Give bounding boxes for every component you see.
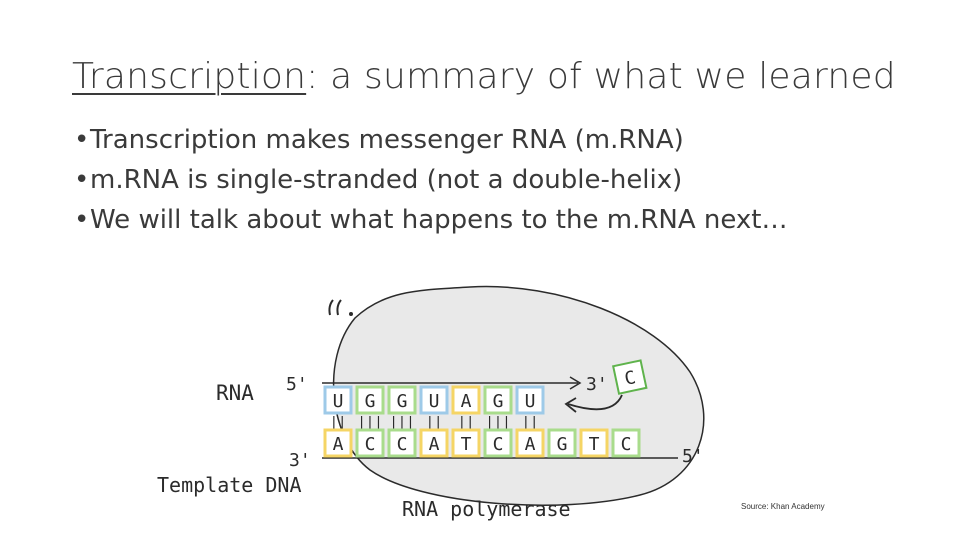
dna-3prime-label: 3' bbox=[289, 450, 311, 471]
dna-base-letter: A bbox=[333, 434, 344, 455]
rna-3prime-label: 3' bbox=[586, 374, 608, 395]
rna-5prime-label: 5' bbox=[286, 374, 308, 395]
dna-base: C bbox=[357, 430, 383, 456]
incoming-nucleotide: C bbox=[613, 360, 646, 393]
dna-base-letter: A bbox=[525, 434, 536, 455]
rna-polymerase-label: RNA polymerase bbox=[402, 497, 571, 521]
dna-base: C bbox=[613, 430, 639, 456]
dna-base: A bbox=[517, 430, 543, 456]
template-dna-label: Template DNA bbox=[157, 473, 302, 497]
rna-base: G bbox=[357, 387, 383, 413]
dna-base-letter: A bbox=[429, 434, 440, 455]
motion-dot-icon bbox=[349, 312, 353, 316]
dna-5prime-label: 5' bbox=[682, 446, 704, 467]
dna-base: T bbox=[453, 430, 479, 456]
rna-base: U bbox=[325, 387, 351, 413]
source-credit: Source: Khan Academy bbox=[741, 502, 825, 511]
motion-mark-icon bbox=[337, 300, 341, 315]
dna-base-letter: C bbox=[621, 434, 632, 455]
rna-base-letter: U bbox=[525, 391, 536, 412]
dna-base-letter: C bbox=[365, 434, 376, 455]
dna-base-letter: G bbox=[557, 434, 568, 455]
dna-base-letter: C bbox=[493, 434, 504, 455]
rna-base-letter: G bbox=[365, 391, 376, 412]
dna-base: A bbox=[325, 430, 351, 456]
rna-base: U bbox=[421, 387, 447, 413]
rna-base: A bbox=[453, 387, 479, 413]
rna-base: G bbox=[389, 387, 415, 413]
rna-base-letter: G bbox=[493, 391, 504, 412]
dna-base-letter: T bbox=[461, 434, 472, 455]
dna-base: T bbox=[581, 430, 607, 456]
dna-base-letter: C bbox=[397, 434, 408, 455]
dna-base-letter: T bbox=[589, 434, 600, 455]
rna-label: RNA bbox=[216, 381, 254, 405]
rna-base-letter: A bbox=[461, 391, 472, 412]
motion-mark-icon bbox=[329, 300, 333, 315]
rna-base: G bbox=[485, 387, 511, 413]
rna-base-letter: U bbox=[429, 391, 440, 412]
dna-base: C bbox=[485, 430, 511, 456]
rna-base-letter: U bbox=[333, 391, 344, 412]
dna-base: G bbox=[549, 430, 575, 456]
dna-base: C bbox=[389, 430, 415, 456]
rna-base: U bbox=[517, 387, 543, 413]
dna-base: A bbox=[421, 430, 447, 456]
rna-base-letter: G bbox=[397, 391, 408, 412]
